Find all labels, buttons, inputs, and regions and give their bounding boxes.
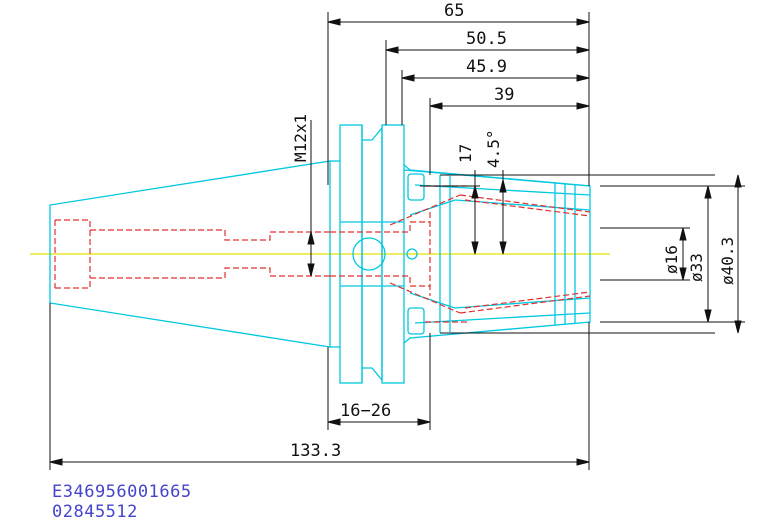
angle-label: 4.5°: [484, 129, 503, 168]
nut-lug-bottom: [407, 307, 425, 335]
bore-front: [330, 221, 430, 233]
dim-65-label: 65: [444, 1, 464, 21]
dia-40-3-label: ø40.3: [718, 237, 737, 285]
small-hole: [406, 248, 418, 260]
flange-right: [381, 124, 405, 384]
dimension-lines: [49, 12, 745, 470]
holder-outline: [49, 124, 591, 384]
nut-lug-top: [407, 173, 425, 201]
dim-133-3-label: 133.3: [290, 441, 341, 461]
dim-45-9-label: 45.9: [466, 57, 507, 77]
dim-50-5-label: 50.5: [466, 29, 507, 49]
dia-33-label: ø33: [687, 253, 706, 282]
bore-rear: [55, 219, 330, 241]
dim-16-26-label: 16−26: [340, 401, 391, 421]
dia-16-label: ø16: [662, 245, 681, 274]
part-code: E346956001665: [52, 482, 192, 502]
order-code: 02845512: [52, 502, 138, 522]
hidden-lines: [54, 185, 591, 323]
dim-17-label: 17: [456, 144, 475, 163]
dim-39-label: 39: [494, 85, 514, 105]
drive-hole: [352, 237, 386, 271]
nose-body: [403, 164, 591, 344]
thread-label: M12x1: [291, 114, 310, 162]
